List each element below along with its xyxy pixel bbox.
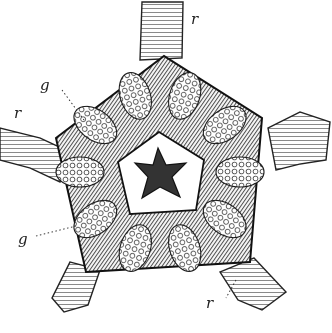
ray-top <box>140 2 183 60</box>
label-gonad-upper: g <box>40 78 50 93</box>
label-ray-top: r <box>191 12 198 27</box>
label-gonad-lower: g <box>18 232 28 247</box>
gonad-lobe <box>56 157 104 187</box>
leader-gonad-lower <box>36 226 76 236</box>
label-ray-left: r <box>14 106 21 121</box>
gonad-lobe <box>216 157 264 187</box>
ray-lower-right <box>220 258 286 310</box>
label-ray-bottom: r <box>206 296 213 311</box>
ray-right <box>268 112 330 170</box>
